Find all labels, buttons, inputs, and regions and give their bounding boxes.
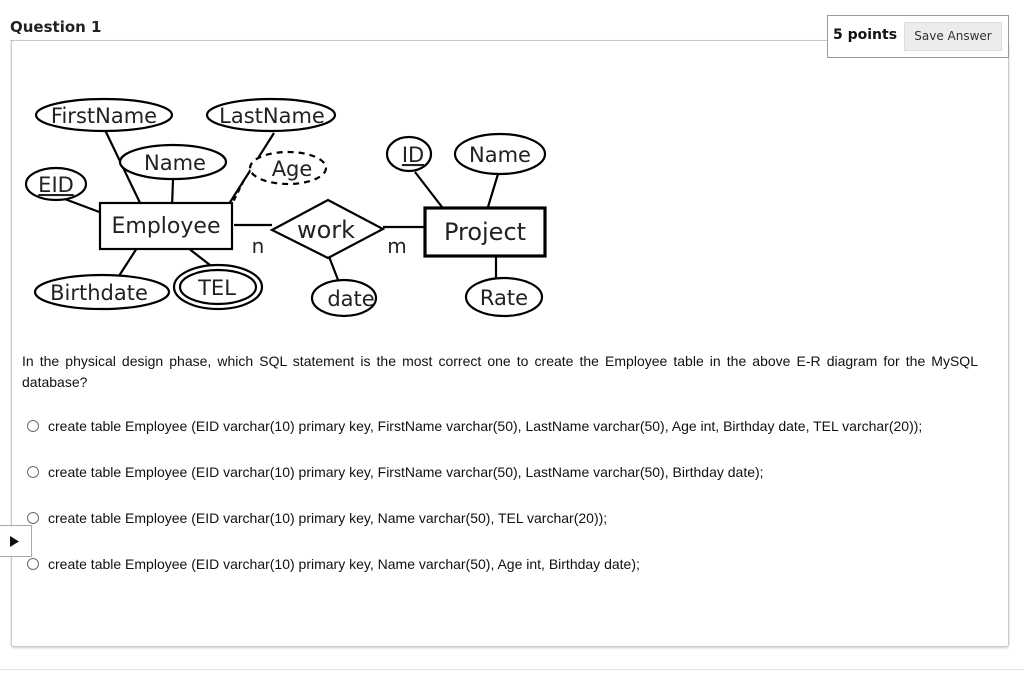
attr-date-shape — [310, 278, 378, 318]
radio-button[interactable] — [27, 466, 39, 478]
attr-id: ID — [402, 143, 424, 167]
answer-option-2[interactable]: create table Employee (EID varchar(10) p… — [27, 462, 987, 482]
attr-name: Name — [144, 151, 206, 175]
option-label: create table Employee (EID varchar(10) p… — [48, 464, 764, 480]
entity-employee-shape — [98, 201, 234, 251]
points-label: 5 points — [833, 27, 898, 43]
attr-name-shape — [118, 143, 228, 181]
attr-eid: EID — [38, 173, 74, 197]
radio-button[interactable] — [27, 558, 39, 570]
entity-project: Project — [444, 218, 526, 246]
attr-firstname-shape — [34, 97, 174, 133]
question-title: Question 1 — [10, 18, 102, 36]
attr-project-name: Name — [469, 143, 531, 167]
option-label: create table Employee (EID varchar(10) p… — [48, 510, 608, 526]
attr-age: Age — [272, 157, 313, 181]
attr-lastname: LastName — [219, 104, 325, 128]
er-diagram: FirstName LastName Name Age EID Birthdat… — [24, 97, 547, 318]
option-label: create table Employee (EID varchar(10) p… — [48, 418, 923, 434]
line-projname-project — [486, 173, 500, 208]
attr-projname-shape — [453, 132, 547, 176]
attr-rate: Rate — [480, 286, 528, 310]
question-prompt: In the physical design phase, which SQL … — [22, 353, 978, 390]
entity-employee: Employee — [112, 214, 221, 239]
line-age-employee — [232, 179, 245, 203]
attr-date: date — [327, 287, 374, 311]
attr-birthdate-shape — [33, 273, 171, 311]
play-arrow-icon — [10, 536, 19, 547]
cardinality-m: m — [387, 234, 406, 258]
attr-rate-shape — [464, 276, 544, 318]
attr-lastname-shape — [205, 97, 337, 133]
bottom-divider — [0, 669, 1024, 670]
radio-button[interactable] — [27, 420, 39, 432]
radio-button[interactable] — [27, 512, 39, 524]
option-label: create table Employee (EID varchar(10) p… — [48, 556, 640, 572]
line-birthdate-employee — [116, 247, 138, 280]
relationship-work-shape — [269, 198, 386, 260]
line-id-project — [414, 171, 443, 208]
line-tel-employee — [187, 247, 211, 266]
answer-option-3[interactable]: create table Employee (EID varchar(10) p… — [27, 508, 987, 528]
attr-id-shape — [385, 135, 433, 173]
attr-tel-inner — [178, 268, 258, 306]
relationship-work: work — [297, 216, 355, 244]
points-box: 5 points Save Answer — [827, 15, 1009, 58]
line-eid-employee — [61, 196, 103, 215]
attr-age-shape — [248, 150, 328, 186]
attr-eid-shape — [24, 166, 88, 202]
answer-option-1[interactable]: create table Employee (EID varchar(10) p… — [27, 416, 987, 436]
expand-panel-tab[interactable] — [0, 525, 32, 557]
save-answer-button[interactable]: Save Answer — [904, 22, 1002, 51]
cardinality-n: n — [252, 234, 265, 258]
attr-firstname: FirstName — [51, 104, 157, 128]
entity-project-shape — [423, 206, 547, 258]
attr-tel: TEL — [197, 276, 236, 300]
answer-option-4[interactable]: create table Employee (EID varchar(10) p… — [27, 554, 987, 574]
attr-birthdate: Birthdate — [50, 281, 148, 305]
